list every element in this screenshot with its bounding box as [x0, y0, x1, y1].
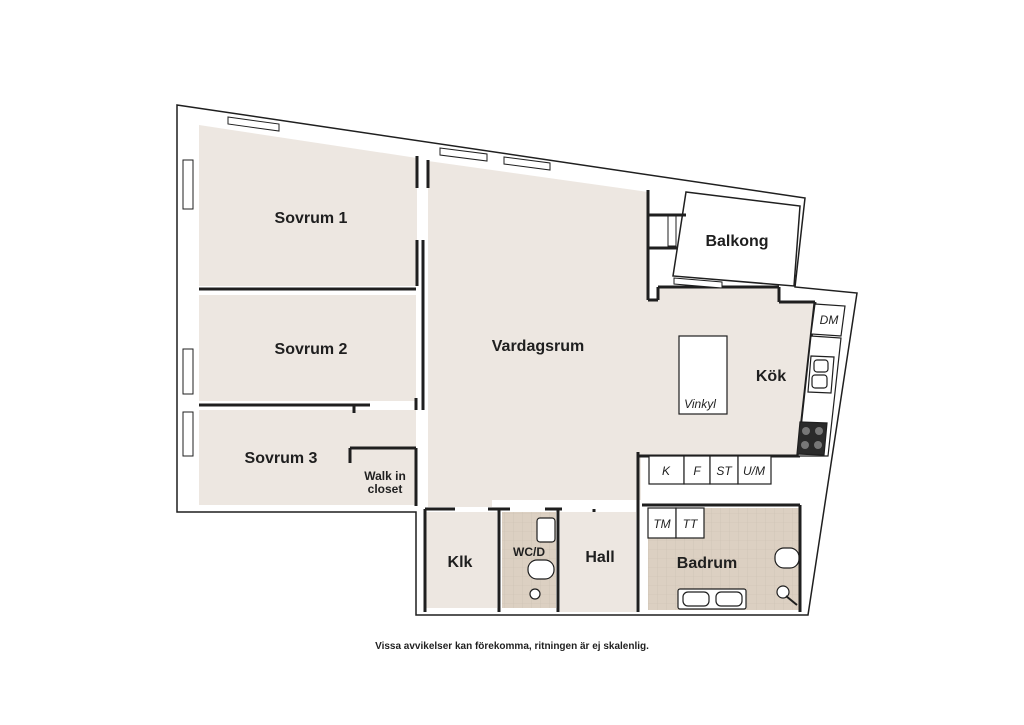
label-vardagsrum: Vardagsrum — [492, 338, 584, 355]
window — [667, 215, 677, 247]
appliance-st — [709, 455, 739, 485]
label-tm: TM — [653, 517, 670, 531]
kitchen-island — [678, 335, 728, 415]
disclaimer: Vissa avvikelser kan förekomma, ritninge… — [375, 641, 649, 652]
label-dm: DM — [820, 313, 839, 327]
label-um: U/M — [743, 464, 765, 478]
label-walk-in-closet-2: closet — [368, 482, 403, 496]
sink-bowl — [811, 374, 828, 389]
kitchen-counter — [796, 303, 846, 457]
window — [227, 116, 280, 132]
sink-bowl — [715, 591, 743, 607]
label-badrum: Badrum — [677, 555, 737, 572]
label-walk-in-closet: Walk in — [364, 469, 406, 483]
window — [182, 348, 194, 395]
window — [182, 411, 194, 457]
appliance-row — [647, 455, 772, 539]
label-k: K — [662, 464, 671, 478]
window — [439, 147, 488, 162]
room-hall — [560, 512, 636, 612]
room-sovrum-3 — [199, 410, 416, 505]
label-sovrum-3: Sovrum 3 — [245, 450, 318, 467]
window — [673, 277, 723, 289]
label-tt: TT — [683, 517, 699, 531]
room-sovrum-2 — [199, 295, 416, 401]
shower-head — [776, 585, 790, 599]
appliance-tt — [675, 507, 705, 539]
label-vinkyl: Vinkyl — [684, 397, 716, 411]
wc-sink — [536, 517, 556, 543]
sink-bowl — [813, 359, 829, 373]
appliance-um — [737, 455, 772, 485]
label-sovrum-1: Sovrum 1 — [275, 210, 348, 227]
shower-head — [529, 588, 541, 600]
shower-arm — [785, 595, 798, 606]
bathroom-fixtures — [527, 517, 800, 610]
room-klk — [425, 512, 497, 608]
room-sovrum-1 — [199, 125, 417, 286]
stove-burners — [801, 427, 823, 449]
label-wc-d: WC/D — [513, 545, 545, 559]
label-sovrum-2: Sovrum 2 — [275, 341, 348, 358]
label-f: F — [693, 464, 701, 478]
appliance-f — [683, 455, 711, 485]
windows — [182, 116, 723, 457]
wc-toilet — [527, 559, 555, 580]
window — [182, 159, 194, 210]
label-kok: Kök — [756, 368, 786, 385]
appliance-tm — [647, 507, 677, 539]
sink-bowl — [682, 591, 710, 607]
label-st: ST — [716, 464, 733, 478]
stove — [796, 421, 828, 456]
label-balkong: Balkong — [705, 233, 768, 250]
label-klk: Klk — [448, 554, 473, 571]
room-vardagsrum — [428, 161, 815, 507]
badrum-toilet — [774, 547, 800, 569]
label-hall: Hall — [585, 549, 614, 566]
window — [503, 156, 551, 171]
